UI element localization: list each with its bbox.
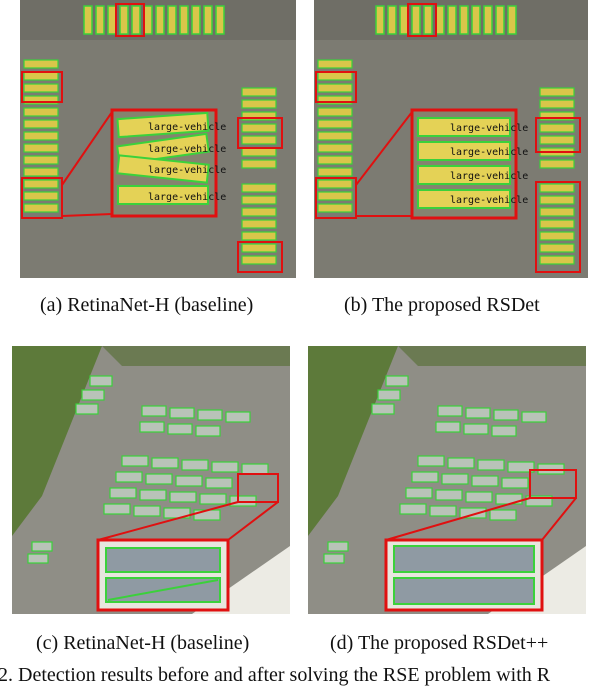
top-vehicle-row (375, 3, 517, 37)
box-label: large-vehicle (148, 122, 226, 133)
box-label: large-vehicle (450, 171, 528, 182)
panel-d-image (308, 346, 586, 614)
panel-b-image: large-vehicle large-vehicle large-vehicl… (314, 0, 588, 278)
box-label: large-vehicle (148, 165, 226, 176)
top-vehicle-row (83, 3, 225, 37)
caption-d: (d) The proposed RSDet++ (330, 632, 549, 654)
vehicle-rows (323, 375, 565, 564)
panel-a-image: large-vehicle large-vehicle large-vehicl… (20, 0, 296, 278)
box-label: large-vehicle (450, 195, 528, 206)
zoom-inset-b: large-vehicle large-vehicle large-vehicl… (355, 108, 528, 220)
zoom-inset-c (96, 473, 279, 612)
box-label: large-vehicle (148, 192, 226, 203)
panel-c-image (12, 346, 290, 614)
caption-a: (a) RetinaNet-H (baseline) (40, 294, 254, 316)
box-label: large-vehicle (148, 144, 226, 155)
box-label: large-vehicle (450, 147, 528, 158)
caption-c: (c) RetinaNet-H (baseline) (36, 632, 250, 654)
figure-caption: 2. Detection results before and after so… (0, 664, 551, 686)
right-vehicle-column (535, 87, 581, 273)
left-vehicle-column (315, 59, 357, 219)
left-vehicle-column (21, 59, 63, 219)
right-vehicle-column (237, 87, 283, 273)
box-label: large-vehicle (450, 123, 528, 134)
zoom-inset-d (384, 469, 577, 612)
zoom-inset-a: large-vehicle large-vehicle large-vehicl… (61, 108, 226, 218)
caption-b: (b) The proposed RSDet (344, 294, 540, 316)
